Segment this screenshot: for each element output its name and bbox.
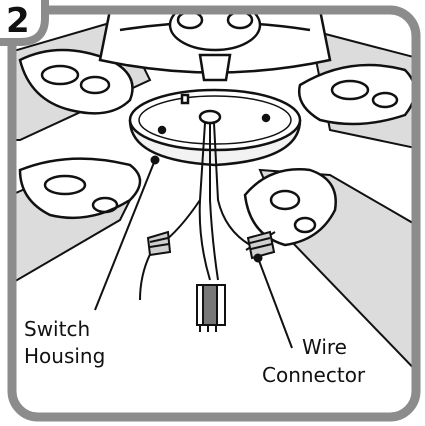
blade-iron-left-upper bbox=[18, 48, 134, 115]
blade-iron-right-upper bbox=[297, 63, 416, 126]
wire-connector-label-line2: Connector bbox=[262, 363, 366, 387]
wire-connector-label-line1: Wire bbox=[302, 335, 347, 359]
step-badge: 2 bbox=[0, 0, 49, 46]
motor-housing bbox=[98, 10, 332, 82]
frame-border bbox=[7, 5, 421, 422]
switch-housing-label-line2: Housing bbox=[24, 344, 105, 368]
plug-connector bbox=[196, 284, 226, 332]
switch-housing-label-line1: Switch bbox=[24, 317, 90, 341]
wire-connector-right bbox=[246, 230, 276, 260]
fan-illustration: Switch Housing Wire Connector bbox=[12, 10, 416, 387]
wires bbox=[139, 122, 276, 301]
blade-iron-left-lower bbox=[18, 157, 142, 220]
step-number: 2 bbox=[6, 1, 30, 41]
wire-connector-left bbox=[146, 230, 172, 257]
callout-leaders bbox=[94, 155, 293, 349]
